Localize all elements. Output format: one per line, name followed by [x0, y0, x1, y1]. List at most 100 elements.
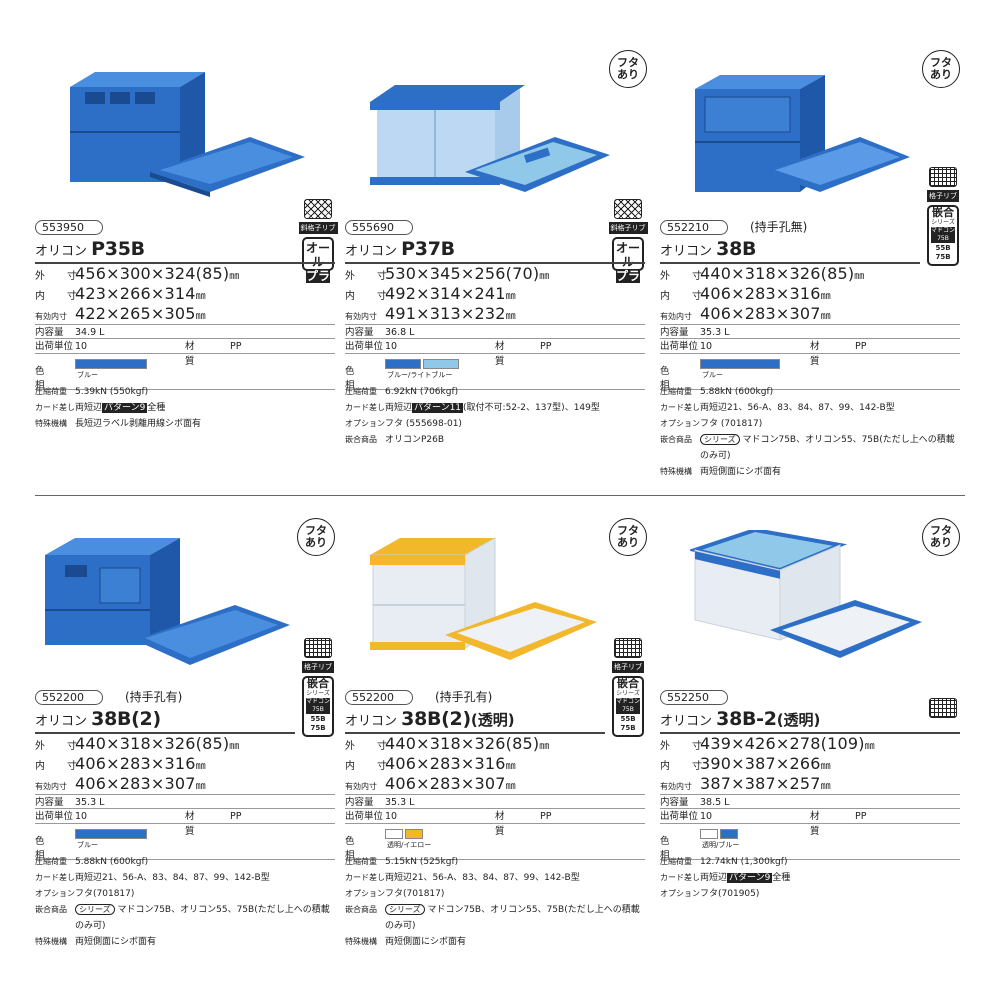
dim-label: 内 寸 — [345, 761, 393, 772]
dim-label: 有効内寸 — [35, 782, 67, 791]
product-code: 555690 — [345, 220, 413, 235]
product-photo — [370, 537, 597, 660]
dim-label: 外 寸 — [35, 271, 83, 282]
info-value: PP — [855, 341, 867, 352]
card-pattern: パターン11 — [412, 403, 464, 413]
nest-row: 嵌合商品シリーズ マドコン75B、オリコン55、75B(ただし上への積載のみ可) — [660, 432, 960, 464]
info-label: 色 相 — [35, 836, 67, 861]
color-rule — [35, 859, 335, 860]
unit-mm: ㎜ — [195, 311, 206, 322]
info-value: 36.8 L — [385, 327, 415, 338]
color-swatch-clear — [700, 829, 718, 839]
nest-text-2: のみ可) — [75, 921, 106, 931]
dim-label: 有効内寸 — [35, 312, 67, 321]
nest-icon-text: 55B — [935, 244, 951, 252]
dim-value: 423×266×314 — [75, 284, 196, 303]
unit-mm: ㎜ — [820, 311, 831, 322]
spec-label: オプション — [660, 889, 700, 898]
dim-value: 406×283×316 — [700, 284, 821, 303]
lid-badge-text: あり — [930, 536, 952, 549]
unit-mm: ㎜ — [820, 291, 831, 302]
product-title: オリコン 38B — [660, 238, 756, 260]
color-row: 色 相 ブルー — [660, 359, 960, 391]
nest-icon-text: マドコン75B — [616, 698, 641, 714]
info-label: 材 質 — [185, 341, 217, 367]
spec-value: 5.88kN (600kgf) — [700, 387, 774, 397]
card-row: カード差し両短辺21、56-A、83、84、87、99、142-B型 — [660, 400, 960, 416]
product-code: 552250 — [660, 690, 728, 705]
model: 38B-2 — [716, 708, 777, 730]
info-label: 内容量 — [660, 797, 689, 808]
dim-value: 491×313×232 — [385, 304, 506, 323]
rib-label: 格子リブ — [927, 190, 959, 202]
spec-list: 圧縮荷重 5.88kN (600kgf) カード差し両短辺21、56-A、83、8… — [660, 384, 960, 480]
dim-value: 422×265×305 — [75, 304, 196, 323]
title-rule — [345, 732, 605, 734]
lid-badge-text: あり — [305, 536, 327, 549]
nesting-series-icon: 嵌合 シリーズ マドコン75B 55B 75B — [927, 205, 959, 266]
spec-label: 圧縮荷重 — [345, 857, 377, 866]
dim-label: 外 寸 — [660, 271, 708, 282]
all-plastic-icon: オール プラ — [612, 237, 644, 283]
card-pattern: パターン9 — [727, 873, 773, 883]
feature-icons: 格子リブ 嵌合 シリーズ マドコン75B 55B 75B — [926, 167, 960, 266]
spec-label: カード差し — [35, 873, 75, 882]
dim-label: 内 寸 — [345, 291, 393, 302]
rib-label: 格子リブ — [302, 661, 334, 673]
nest-row: 嵌合商品シリーズ マドコン75B、オリコン55、75B(ただし上への積載のみ可) — [345, 902, 645, 934]
nest-text: マドコン75B、オリコン55、75B(ただし上への積載 — [742, 435, 955, 445]
info-value: 10 — [75, 341, 88, 352]
feature-icons: 格子リブ 嵌合 シリーズ マドコン75B 55B 75B — [611, 638, 645, 737]
lid-badge-text: フタ — [305, 524, 327, 537]
product-code: 552210 — [660, 220, 728, 235]
color-swatch-blue — [75, 829, 147, 839]
info-label: 内容量 — [35, 327, 64, 338]
lid-badge-text: あり — [617, 68, 639, 81]
info-label: 色 相 — [345, 366, 377, 391]
code-note: (持手孔有) — [435, 690, 493, 704]
dim-value: 406×283×316 — [385, 754, 506, 773]
dim-value: 387×387×257 — [700, 774, 821, 793]
nest-row: 嵌合商品オリコンP26B — [345, 432, 645, 448]
model: P37B — [401, 238, 455, 260]
product-title: オリコン 38B(2)(透明) — [345, 708, 515, 730]
dim-value: 406×283×316 — [75, 754, 196, 773]
spec-value: 5.15kN (525kgf) — [385, 857, 459, 867]
feature-icons: 格子リブ 嵌合 シリーズ マドコン75B 55B 75B — [301, 638, 335, 737]
spec-label: オプション — [35, 889, 75, 898]
info-label: 内容量 — [345, 797, 374, 808]
title-rule — [35, 732, 295, 734]
dim-label: 有効内寸 — [345, 312, 377, 321]
product-photo — [70, 72, 305, 197]
unit-mm: ㎜ — [195, 761, 206, 772]
nesting-series-icon: 嵌合 シリーズ マドコン75B 55B 75B — [302, 676, 334, 737]
swatch-group: ブルー — [700, 359, 780, 380]
feature-icons: 斜格子リブ オール プラ — [298, 199, 338, 283]
spec-label: 圧縮荷重 — [660, 387, 692, 396]
nest-text: マドコン75B、オリコン55、75B(ただし上への積載 — [117, 905, 330, 915]
spec-value: 両短側面にシボ面有 — [385, 937, 467, 947]
option-row: オプションフタ(701905) — [660, 886, 960, 902]
brand: オリコン — [345, 714, 398, 729]
spec-label: 圧縮荷重 — [35, 387, 67, 396]
lid-badge-text: あり — [930, 68, 952, 81]
product-title: オリコン P35B — [35, 238, 145, 260]
nest-row: 嵌合商品シリーズ マドコン75B、オリコン55、75B(ただし上への積載のみ可) — [35, 902, 335, 934]
nest-icon-text: 55B — [310, 715, 326, 723]
